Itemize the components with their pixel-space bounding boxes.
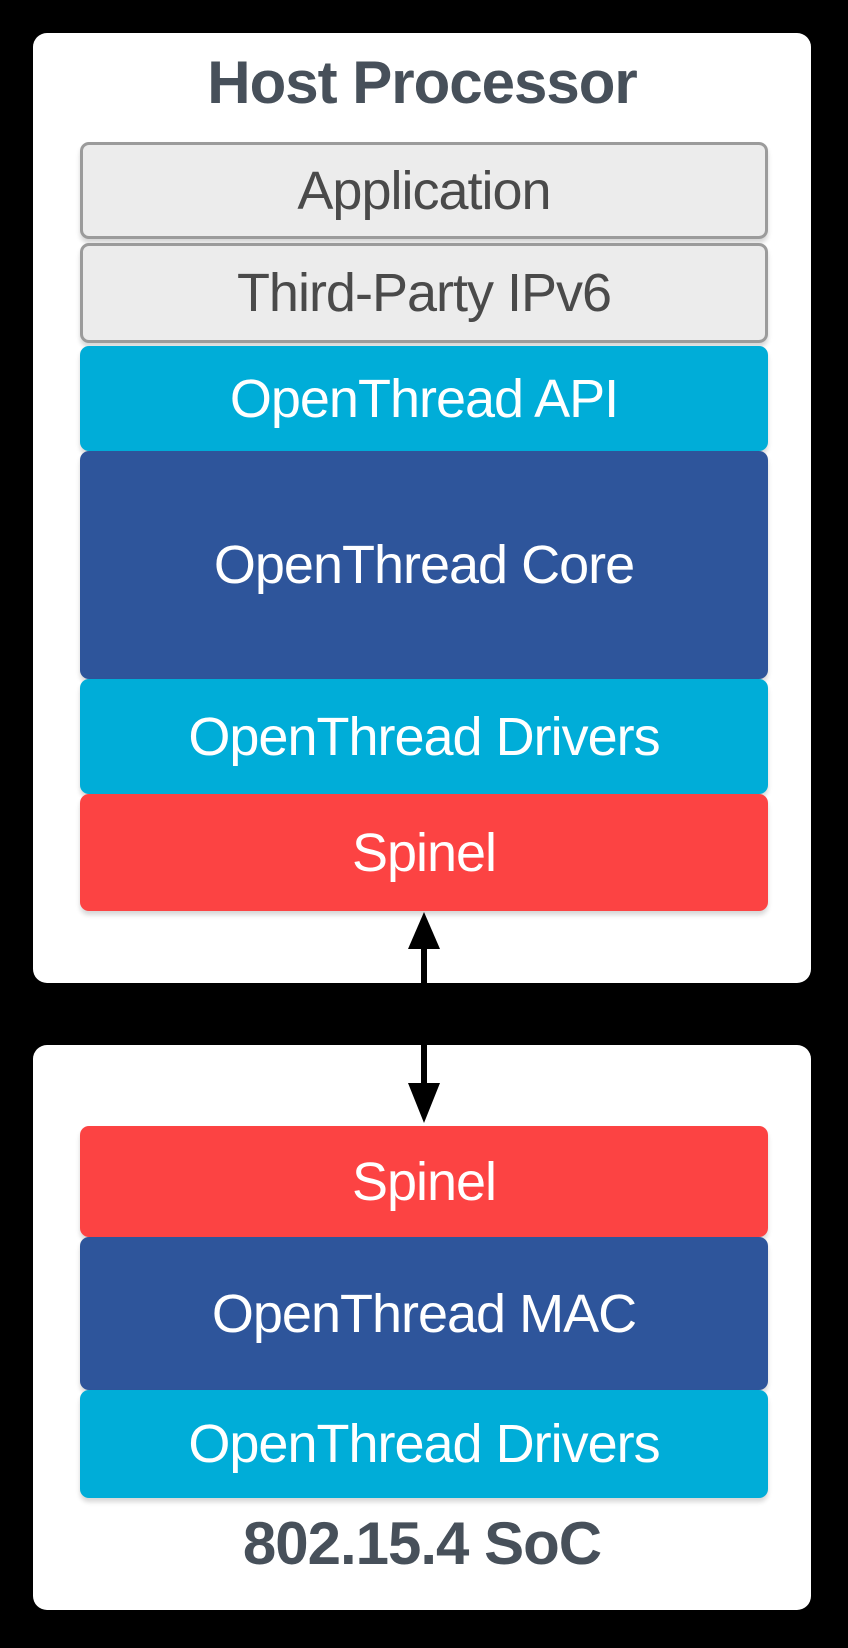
host-processor-title: Host Processor: [207, 49, 638, 116]
layer-label: OpenThread Drivers: [188, 706, 660, 767]
layer-label: Application: [297, 160, 551, 221]
layer-label: Third-Party IPv6: [236, 263, 612, 323]
layer-openthread-drivers-host: OpenThread Drivers: [80, 679, 768, 794]
layer-label: Spinel: [351, 1151, 497, 1212]
layer-spinel-soc: Spinel: [80, 1126, 768, 1237]
layer-application: Application: [80, 142, 768, 239]
layer-label: OpenThread MAC: [211, 1283, 637, 1344]
layer-openthread-api: OpenThread API: [80, 346, 768, 451]
layer-label: OpenThread Drivers: [188, 1414, 660, 1474]
layer-third-party-ipv6: Third-Party IPv6: [80, 243, 768, 343]
layer-label: OpenThread Core: [213, 535, 635, 595]
spinel-link-arrow-icon: [408, 912, 440, 1123]
layer-label: OpenThread API: [229, 368, 619, 429]
layer-openthread-core: OpenThread Core: [80, 451, 768, 679]
layer-label: Spinel: [351, 822, 497, 883]
soc-title: 802.15.4 SoC: [242, 1510, 602, 1577]
layer-spinel-host: Spinel: [80, 794, 768, 911]
layer-openthread-drivers-soc: OpenThread Drivers: [80, 1390, 768, 1498]
layer-openthread-mac: OpenThread MAC: [80, 1237, 768, 1390]
